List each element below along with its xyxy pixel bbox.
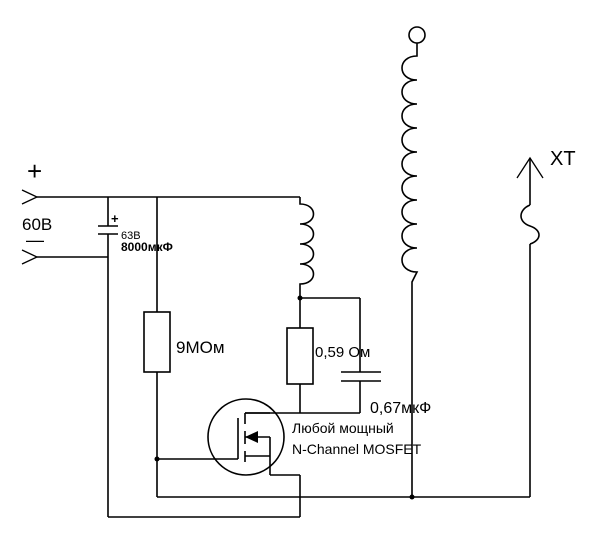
cap-value-label: 8000мкФ [121, 240, 173, 254]
negative-terminal [21, 249, 39, 265]
minus-label: — [26, 230, 44, 250]
voltage-label: 60В [22, 215, 52, 234]
primary-coil [299, 197, 315, 298]
cap-voltage-label: 63В [121, 230, 141, 242]
resistor-059-label: 0,59 Ом [315, 344, 370, 361]
capacitor-067uf [341, 371, 381, 413]
cap-plus-label: + [111, 211, 119, 226]
mosfet-symbol [207, 398, 285, 476]
plus-label: + [27, 156, 42, 186]
secondary-top-terminal [408, 26, 426, 44]
secondary-coil [401, 43, 419, 497]
positive-terminal [21, 189, 39, 205]
resistor-059ohm [286, 327, 314, 385]
cap-067-label: 0,67мкФ [370, 400, 431, 417]
mosfet-label-line2: N-Channel MOSFET [292, 441, 422, 457]
capacitor-8000uf [98, 197, 118, 517]
resistor-9m-label: 9МОм [176, 338, 225, 357]
xt-label: XT [550, 148, 576, 170]
xt-terminal [516, 156, 544, 497]
resistor-9mohm [143, 311, 171, 373]
mosfet-label-line1: Любой мощный [292, 420, 394, 436]
